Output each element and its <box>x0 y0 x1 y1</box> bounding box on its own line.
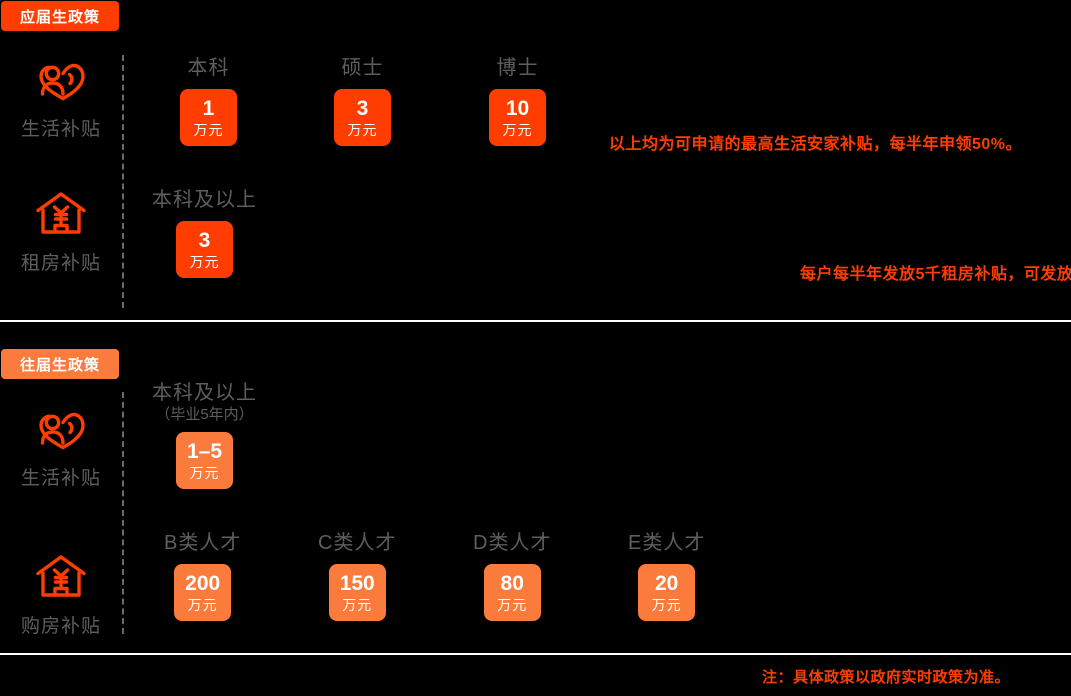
cell-title: C类人才 <box>318 532 397 554</box>
cell-title: 硕士 <box>341 57 384 79</box>
section-divider <box>0 320 1071 322</box>
column-divider-dashed-top <box>122 55 124 308</box>
amount-unit: 万元 <box>189 254 220 270</box>
amount-chip: 80 万元 <box>483 564 541 621</box>
cell-talent-c-purchase: C类人才 150 万元 <box>318 531 396 621</box>
cell-talent-b-purchase: B类人才 200 万元 <box>164 531 241 621</box>
amount-chip: 1 万元 <box>180 89 237 146</box>
amount-unit: 万元 <box>193 122 224 138</box>
amount-chip: 3 万元 <box>334 89 391 146</box>
person-heart-icon <box>33 405 89 451</box>
amount-unit: 万元 <box>651 597 682 613</box>
category-label: 生活补贴 <box>20 119 101 140</box>
cell-bachelor-living-fresh: 本科 1 万元 <box>180 56 237 146</box>
amount-chip: 20 万元 <box>638 564 696 621</box>
note-rent-subsidy: 每户每半年发放5千租房补贴，可发放3年。 <box>800 266 1071 283</box>
cell-doctorate-living-fresh: 博士 10 万元 <box>489 56 546 146</box>
cell-title: 本科及以上 <box>152 189 257 211</box>
cell-title: 博士 <box>496 57 539 79</box>
amount-unit: 万元 <box>187 597 218 613</box>
note-living-allowance: 以上均为可申请的最高生活安家补贴，每半年申领50%。 <box>609 136 1023 153</box>
category-label: 生活补贴 <box>20 468 101 489</box>
amount-value: 10 <box>505 97 530 120</box>
amount-unit: 万元 <box>347 122 378 138</box>
footnote-text: 注：具体政策以政府实时政策为准。 <box>762 669 1011 686</box>
cell-title: 本科及以上 <box>152 382 257 404</box>
cell-bachelor-or-above-living-past: 本科及以上 （毕业5年内） 1–5 万元 <box>152 381 257 489</box>
amount-value: 20 <box>654 572 679 595</box>
section-badge-fresh-graduate: 应届生政策 <box>1 1 119 31</box>
cell-talent-e-purchase: E类人才 20 万元 <box>628 531 705 621</box>
house-yuan-icon <box>33 553 89 599</box>
amount-chip: 200 万元 <box>174 564 232 621</box>
amount-value: 3 <box>356 97 369 120</box>
section-badge-past-graduate: 往届生政策 <box>1 349 119 379</box>
amount-value: 200 <box>185 572 221 595</box>
cell-subtitle: （毕业5年内） <box>155 406 254 423</box>
amount-unit: 万元 <box>342 597 373 613</box>
cell-title: 本科 <box>187 57 230 79</box>
column-divider-dashed-bottom <box>122 392 124 634</box>
category-label: 租房补贴 <box>20 253 101 274</box>
amount-value: 1 <box>202 97 215 120</box>
cell-talent-d-purchase: D类人才 80 万元 <box>473 531 551 621</box>
amount-value: 150 <box>339 572 375 595</box>
category-living-allowance-fresh: 生活补贴 <box>0 56 122 141</box>
amount-chip: 10 万元 <box>489 89 546 146</box>
cell-master-living-fresh: 硕士 3 万元 <box>334 56 391 146</box>
footnote-divider <box>0 653 1071 655</box>
person-heart-icon <box>33 56 89 102</box>
amount-value: 3 <box>198 229 211 252</box>
category-label: 购房补贴 <box>20 616 101 637</box>
amount-chip: 150 万元 <box>328 564 386 621</box>
cell-bachelor-or-above-rent-fresh: 本科及以上 3 万元 <box>152 188 257 278</box>
amount-unit: 万元 <box>497 597 528 613</box>
category-rent-subsidy-fresh: 租房补贴 <box>0 190 122 275</box>
amount-chip: 1–5 万元 <box>176 432 233 489</box>
amount-chip: 3 万元 <box>176 221 233 278</box>
cell-title: B类人才 <box>164 532 242 554</box>
amount-unit: 万元 <box>189 465 220 481</box>
house-yuan-icon <box>33 190 89 236</box>
amount-value: 80 <box>500 572 524 595</box>
category-living-allowance-past: 生活补贴 <box>0 405 122 490</box>
amount-unit: 万元 <box>502 122 533 138</box>
category-home-purchase-subsidy-past: 购房补贴 <box>0 553 122 638</box>
cell-title: E类人才 <box>628 532 706 554</box>
cell-title: D类人才 <box>473 532 552 554</box>
amount-value: 1–5 <box>186 440 223 463</box>
